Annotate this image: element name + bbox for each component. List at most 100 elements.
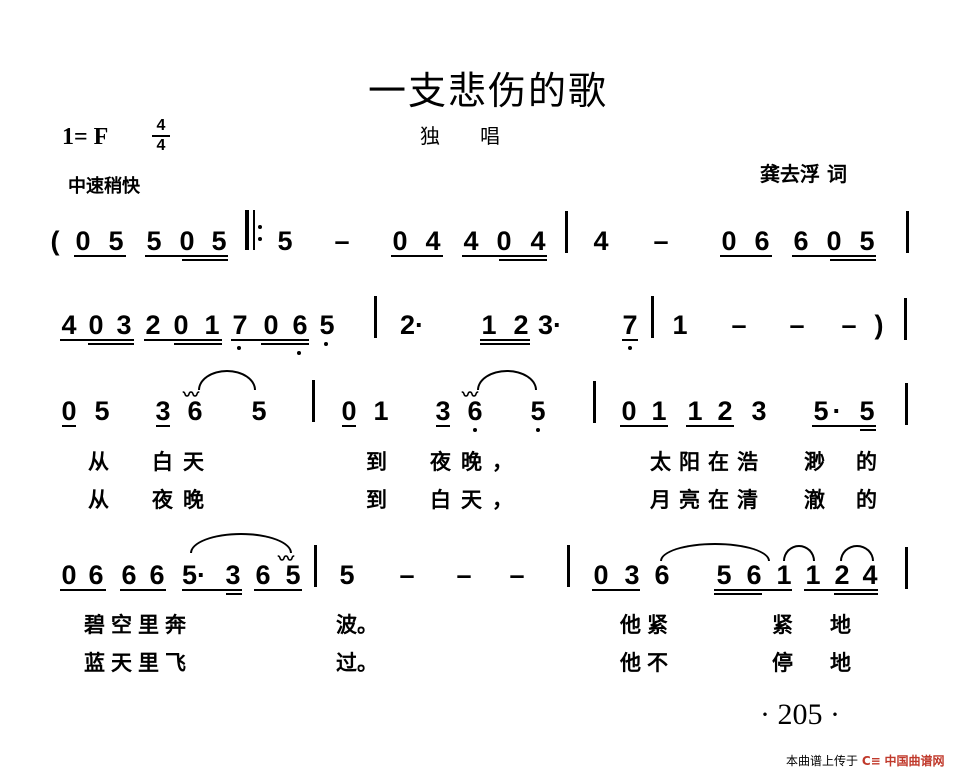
note: 1: [687, 396, 703, 426]
upload-credit: 本曲谱上传于 C≡ 中国曲谱网: [786, 752, 945, 769]
note: 3: [435, 396, 451, 426]
lyric: 白天，: [430, 487, 523, 512]
underline: [620, 425, 668, 427]
note: 6: [654, 560, 670, 590]
barline: [312, 380, 315, 422]
dash: –: [334, 226, 350, 256]
note: 4: [425, 226, 441, 256]
note: 1: [651, 396, 667, 426]
underline: [720, 255, 772, 257]
barline: [314, 545, 317, 587]
page-number: · 205 ·: [760, 698, 840, 731]
brand-link[interactable]: 中国曲谱网: [884, 754, 945, 768]
underline: [436, 425, 450, 427]
slur: [190, 533, 292, 553]
low-octave-dot: [324, 342, 328, 346]
note: 0: [61, 396, 77, 426]
lyric: 太阳在浩: [650, 449, 766, 474]
underline: [812, 425, 876, 427]
barline: [905, 547, 908, 589]
low-octave-dot: [628, 346, 632, 350]
note: 5: [211, 226, 227, 256]
underline-double: [182, 259, 228, 261]
note: 6: [467, 396, 483, 426]
note: 5: [285, 560, 301, 590]
note: 6: [255, 560, 271, 590]
note: 6: [88, 560, 104, 590]
key-signature: 1= F: [62, 124, 109, 150]
repeat-dot: [258, 225, 262, 229]
lyric: 从: [88, 487, 109, 512]
time-signature: 4 4: [152, 118, 170, 154]
underline-double: [714, 593, 762, 595]
lyric: 碧空里奔: [84, 612, 192, 637]
underline: [156, 425, 170, 427]
note: 2: [145, 310, 161, 340]
underline: [74, 255, 126, 257]
slur: [198, 370, 256, 390]
mordent-icon: 〰: [183, 385, 200, 404]
lyric: 紧: [772, 612, 793, 637]
lyric: 白天: [152, 449, 214, 474]
slur: [660, 543, 770, 561]
note: 0: [75, 226, 91, 256]
note: 5: [146, 226, 162, 256]
barline: [904, 298, 907, 340]
time-signature-bottom: 4: [156, 137, 166, 154]
note: 3: [155, 396, 171, 426]
note: 6: [754, 226, 770, 256]
note: 4: [593, 226, 609, 256]
barline: [651, 296, 654, 338]
note: 1: [805, 560, 821, 590]
lyric: 到: [366, 449, 387, 474]
underline-double: [860, 429, 876, 431]
dash: –: [789, 310, 805, 340]
lyric: 的: [856, 449, 877, 474]
tie: [783, 545, 815, 561]
note: 0: [826, 226, 842, 256]
note: 0: [263, 310, 279, 340]
note: 2: [717, 396, 733, 426]
underline-double: [88, 343, 134, 345]
lyricist-credit: 龚去浮 词: [760, 162, 847, 186]
underline-double: [261, 343, 309, 345]
dash: –: [731, 310, 747, 340]
underline: [391, 255, 443, 257]
underline: [462, 255, 547, 257]
lyric: 他紧: [620, 612, 674, 637]
note: 5: [859, 226, 875, 256]
note: 1: [481, 310, 497, 340]
note: 1: [776, 560, 792, 590]
note: 0: [61, 560, 77, 590]
lyric: 从: [88, 449, 109, 474]
lyric: 到: [366, 487, 387, 512]
underline: [480, 339, 530, 341]
mordent-icon: 〰: [278, 549, 295, 568]
note: 1: [672, 310, 688, 340]
barline: [567, 545, 570, 587]
lyric: 地: [830, 612, 851, 637]
underline: [254, 589, 302, 591]
note: 1: [373, 396, 389, 426]
note: 6: [292, 310, 308, 340]
barline: [593, 381, 596, 423]
note: 0: [721, 226, 737, 256]
underline-double: [226, 593, 242, 595]
note: 2: [513, 310, 529, 340]
note: 4: [862, 560, 878, 590]
underline: [686, 425, 734, 427]
tempo-marking: 中速稍快: [68, 176, 140, 197]
barline: [374, 296, 377, 338]
barline: [565, 211, 568, 253]
underline: [60, 589, 106, 591]
lyric: 他不: [620, 650, 674, 675]
underline: [792, 255, 876, 257]
mordent-icon: 〰: [462, 385, 479, 404]
note: 5: [813, 396, 829, 426]
note-dotted: 5·: [182, 560, 207, 590]
note: 0: [179, 226, 195, 256]
note: 5: [319, 310, 335, 340]
underline-double: [480, 343, 530, 345]
underline: [804, 589, 878, 591]
underline: [182, 589, 242, 591]
